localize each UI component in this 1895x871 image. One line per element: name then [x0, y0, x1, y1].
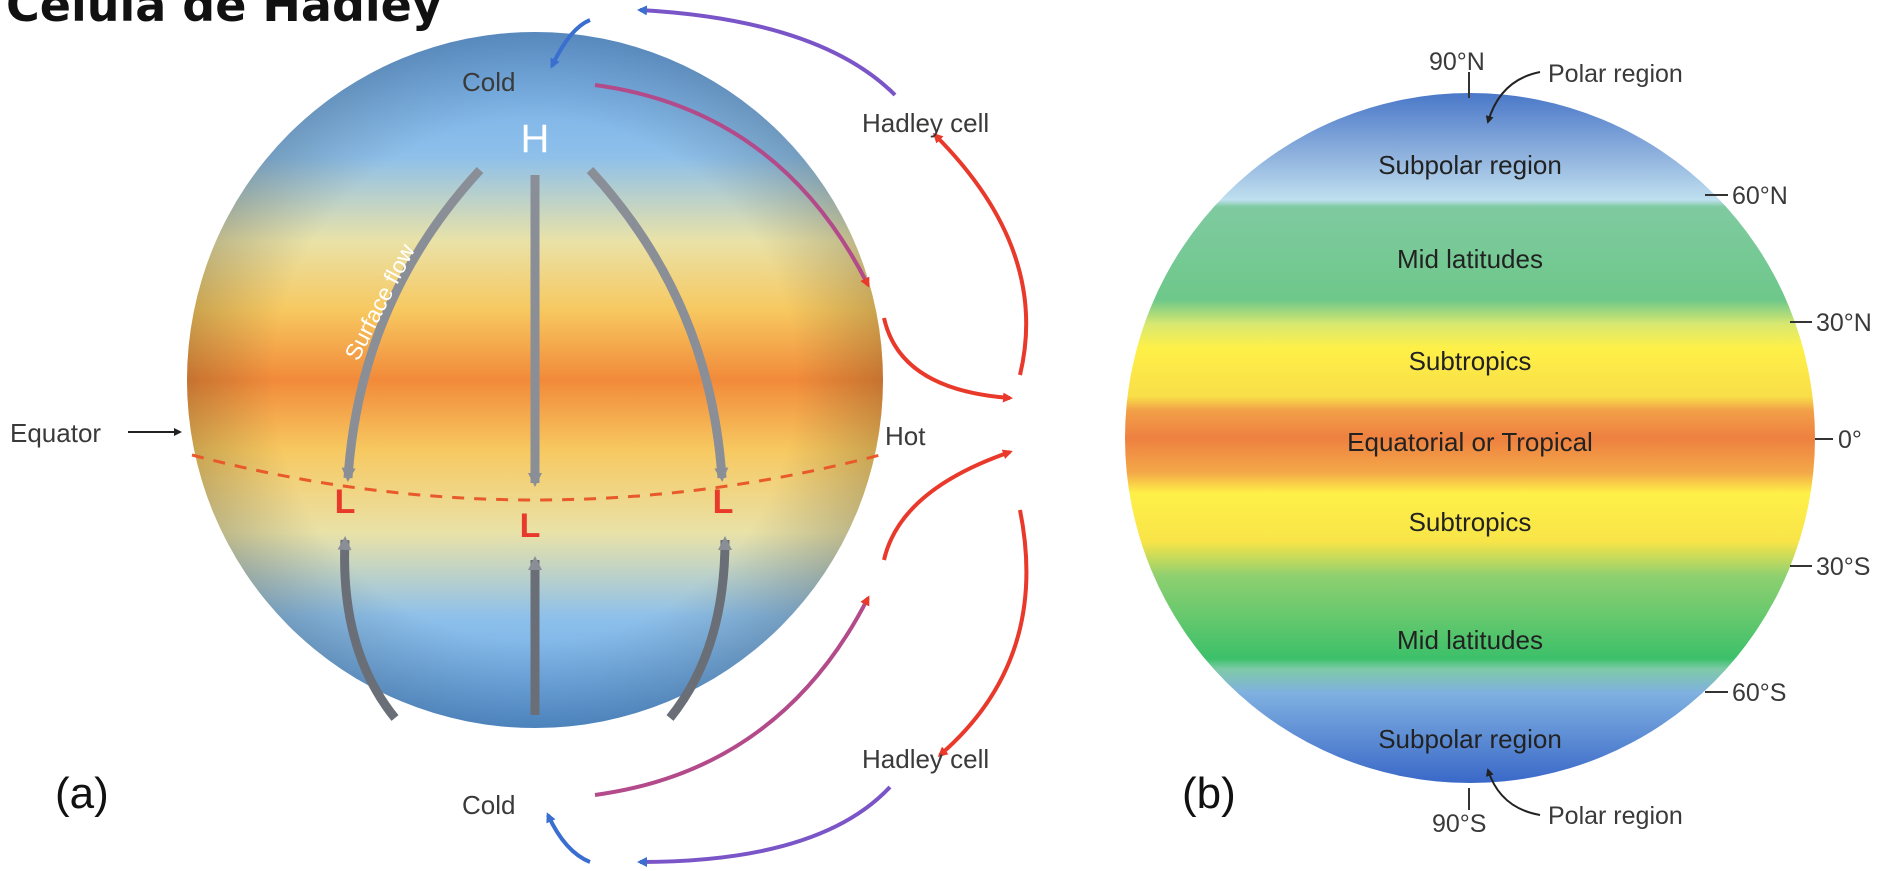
lat-label-60s: 60°S — [1732, 679, 1786, 707]
panel-a: Cold Cold H H L L L Surface flow Equator… — [10, 5, 1029, 867]
polar-region-label-top: Polar region — [1548, 60, 1683, 88]
hadley-arrow-top-poleward — [637, 5, 897, 97]
lat-label-90n: 90°N — [1429, 48, 1485, 76]
hadley-arrow-top-rise — [932, 132, 1029, 376]
lat-label-30s: 30°S — [1816, 553, 1870, 581]
panel-b: 90°N Polar region 60°N 30°N 0° 30°S 60°S… — [1125, 48, 1872, 838]
hot-label: Hot — [885, 421, 926, 451]
zone-label-subpolar-north: Subpolar region — [1378, 150, 1562, 180]
equator-line — [191, 453, 881, 502]
cold-label-bottom: Cold — [462, 790, 515, 820]
high-pressure-label-bottom: H — [507, 735, 536, 779]
panel-b-tag: (b) — [1182, 769, 1236, 818]
lat-label-60n: 60°N — [1732, 182, 1788, 210]
zone-label-mid-latitudes-north: Mid latitudes — [1397, 244, 1543, 274]
polar-pointer-bottom — [1485, 768, 1541, 816]
hadley-arrow-bottom-ascend — [546, 812, 591, 864]
surface-flow-arrow-right-bottom — [666, 536, 732, 721]
polar-pointer-top — [1485, 71, 1541, 124]
surface-flow-arrow-left-bottom — [337, 536, 399, 721]
page-title: Célula de Hadley — [6, 0, 442, 32]
hadley-arrow-bottom-poleward — [637, 785, 892, 867]
lat-label-90s: 90°S — [1432, 810, 1486, 838]
low-pressure-label-right: L — [713, 483, 734, 521]
low-pressure-label-center: L — [520, 507, 541, 545]
hadley-arrow-top-descend — [550, 18, 591, 69]
globe-b — [1125, 93, 1815, 783]
zone-label-subtropics-north: Subtropics — [1409, 346, 1532, 376]
lat-label-30n: 30°N — [1816, 309, 1872, 337]
equator-label: Equator — [10, 418, 101, 448]
low-pressure-label-left: L — [335, 483, 356, 521]
lat-label-0: 0° — [1838, 426, 1862, 454]
hadley-arrow-bottom-surface — [594, 595, 870, 797]
polar-region-label-bottom: Polar region — [1548, 802, 1683, 830]
hadley-arrow-bottom-equatorward — [882, 449, 1013, 561]
zone-label-mid-latitudes-south: Mid latitudes — [1397, 625, 1543, 655]
zone-label-subtropics-south: Subtropics — [1409, 507, 1532, 537]
high-pressure-label-top: H — [521, 117, 550, 161]
cold-label-top: Cold — [462, 67, 515, 97]
hadley-arrow-top-surface — [594, 83, 870, 288]
panel-a-tag: (a) — [55, 769, 109, 818]
zone-label-equatorial: Equatorial or Tropical — [1347, 427, 1593, 457]
zone-label-subpolar-south: Subpolar region — [1378, 724, 1562, 754]
hadley-arrow-top-equatorward — [882, 317, 1013, 403]
hadley-cell-label-top: Hadley cell — [862, 108, 989, 138]
surface-flow-arrow-left-top — [341, 166, 484, 482]
hadley-cell-label-bottom: Hadley cell — [862, 744, 989, 774]
surface-flow-arrow-right-top — [586, 166, 729, 482]
hadley-arrow-bottom-rise — [937, 509, 1029, 757]
